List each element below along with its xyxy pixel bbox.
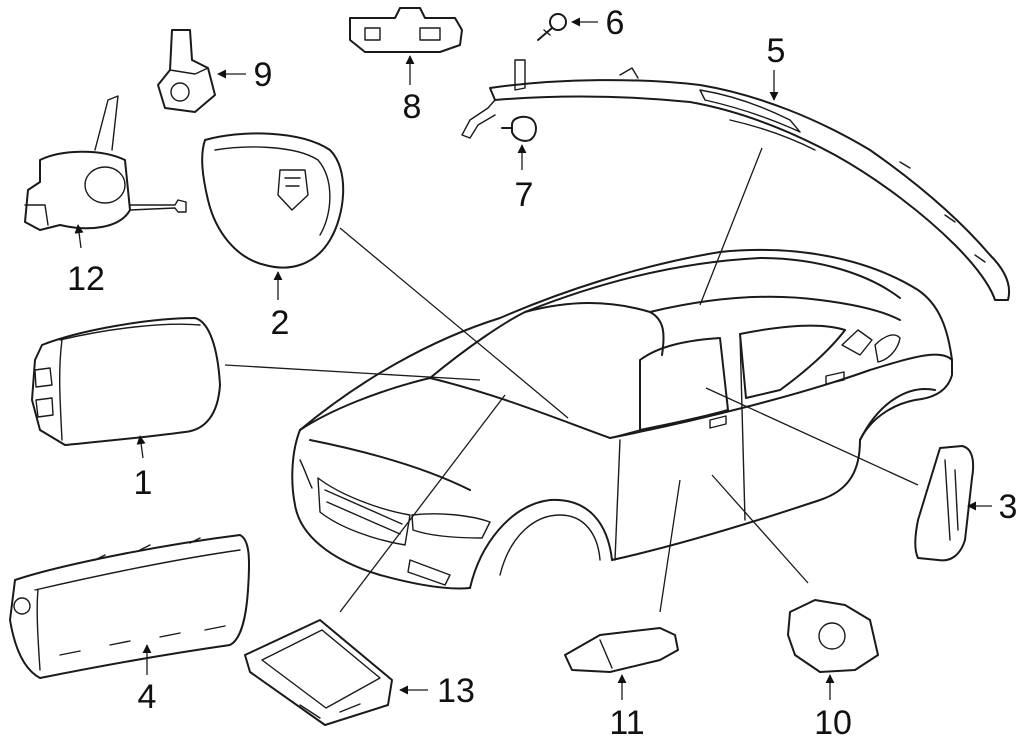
leader-lines <box>224 147 919 613</box>
clockspring-part <box>24 95 187 231</box>
sensor-part-9 <box>157 29 216 113</box>
callout-4: 4 <box>138 678 157 716</box>
callout-arrows <box>74 17 992 700</box>
callout-3: 3 <box>999 488 1018 526</box>
impact-sensor-part <box>564 627 679 673</box>
callout-11: 11 <box>609 704 644 742</box>
side-sensor-part <box>914 445 975 562</box>
vehicle-outline <box>291 249 953 590</box>
curtain-airbag-part <box>461 59 1010 301</box>
callout-8: 8 <box>403 88 422 126</box>
bracket-part <box>349 7 463 53</box>
callout-2: 2 <box>271 304 290 342</box>
callout-12: 12 <box>67 260 105 298</box>
passenger-airbag-part <box>31 317 221 446</box>
knee-airbag-part <box>9 534 250 679</box>
control-module-part <box>244 619 393 726</box>
callout-10: 10 <box>814 704 852 742</box>
callout-labels: 1 2 3 4 5 6 7 8 9 10 11 12 13 <box>67 4 1017 742</box>
callout-9: 9 <box>254 56 273 94</box>
screw-part <box>537 13 567 41</box>
callout-1: 1 <box>134 464 153 502</box>
occupant-sensor-part <box>787 599 879 673</box>
driver-airbag-part <box>201 132 345 269</box>
clip-part <box>501 115 537 142</box>
callout-5: 5 <box>767 32 786 70</box>
callout-7: 7 <box>515 176 534 214</box>
callout-6: 6 <box>606 4 625 42</box>
callout-13: 13 <box>437 672 475 710</box>
